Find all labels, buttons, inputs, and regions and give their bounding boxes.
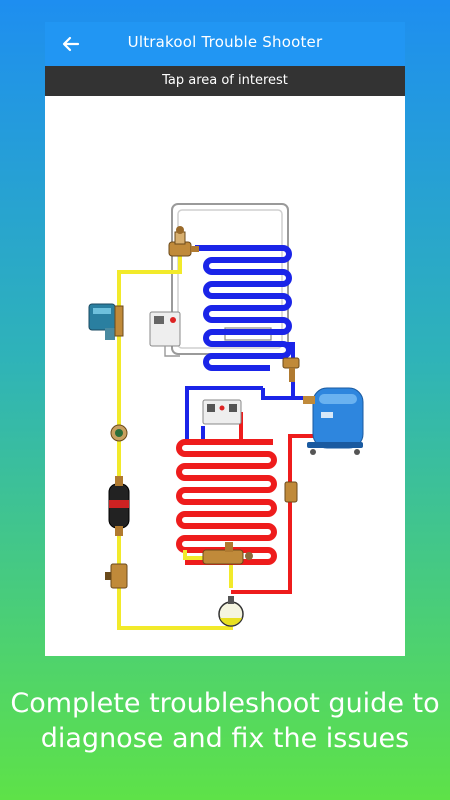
instruction-bar: Tap area of interest — [45, 66, 405, 96]
liquid-receiver[interactable] — [218, 596, 244, 627]
app-bar: Ultrakool Trouble Shooter — [45, 22, 405, 66]
caption-line-2: diagnose and fix the issues — [40, 723, 410, 754]
expansion-valve-bottom[interactable] — [202, 542, 253, 565]
suction-filter[interactable] — [282, 357, 300, 382]
evaporator-coil[interactable] — [195, 245, 292, 371]
phone-screen: Ultrakool Trouble Shooter Tap area of in… — [45, 22, 405, 656]
marketing-caption: Complete troubleshoot guide to diagnose … — [0, 686, 450, 756]
sight-glass[interactable] — [110, 424, 128, 442]
dual-pressure-switch[interactable] — [202, 399, 242, 425]
caption-line-1: Complete troubleshoot guide to — [10, 688, 440, 719]
check-valve[interactable] — [284, 481, 298, 503]
back-button[interactable] — [55, 28, 87, 60]
expansion-valve[interactable] — [168, 226, 199, 257]
pressure-switch-top[interactable] — [149, 311, 181, 357]
app-title: Ultrakool Trouble Shooter — [127, 33, 323, 51]
compressor[interactable] — [303, 387, 364, 455]
filter-drier[interactable] — [108, 476, 130, 536]
service-valve[interactable] — [105, 563, 128, 589]
arrow-left-icon — [62, 36, 80, 52]
refrigeration-diagram — [45, 96, 405, 656]
solenoid-valve[interactable] — [88, 303, 124, 340]
condenser-coil[interactable] — [176, 439, 277, 565]
